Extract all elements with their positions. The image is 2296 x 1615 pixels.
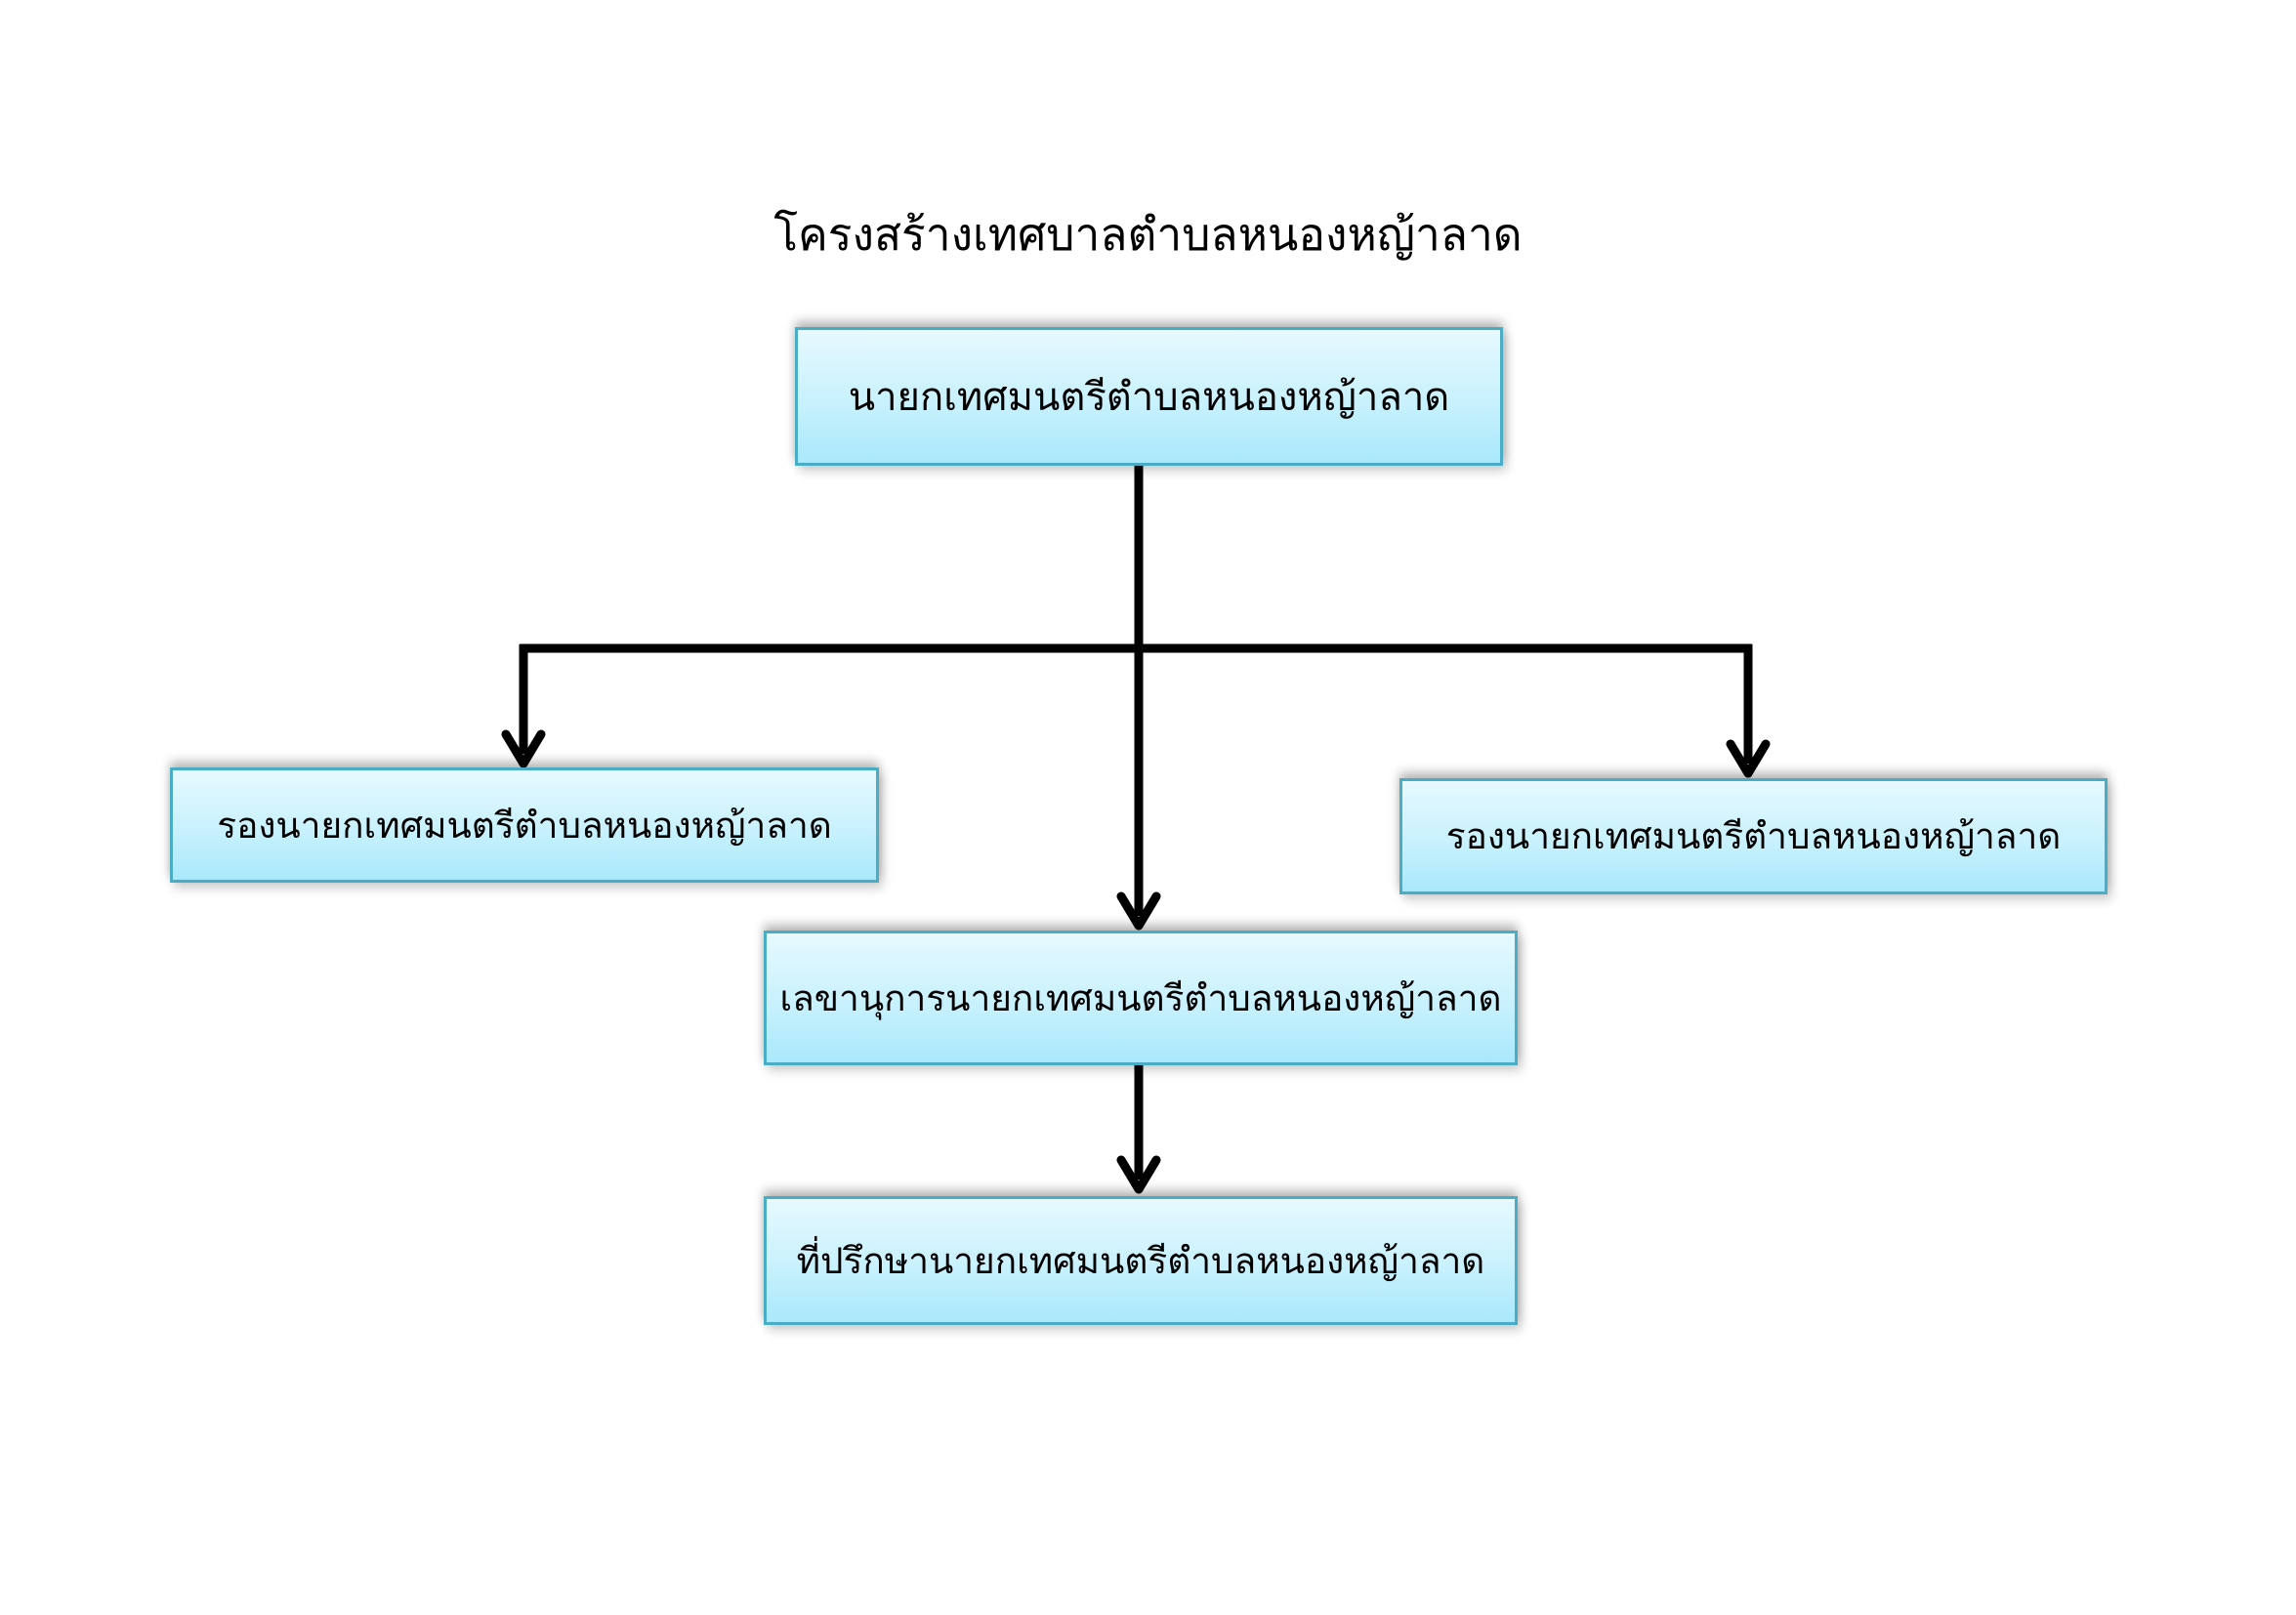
arrowhead-advisor: [1116, 1155, 1161, 1194]
arrowhead-left: [501, 729, 546, 768]
node-deputy-mayor-right: รองนายกเทศมนตรีตำบลหนองหญ้าลาด: [1399, 778, 2108, 894]
node-secretary: เลขานุการนายกเทศมนตรีตำบลหนองหญ้าลาด: [764, 931, 1518, 1065]
node-advisor: ที่ปรึกษานายกเทศมนตรีตำบลหนองหญ้าลาด: [764, 1196, 1518, 1325]
node-deputy-mayor-right-label: รองนายกเทศมนตรีตำบลหนองหญ้าลาด: [1445, 815, 2062, 857]
arrowhead-secretary: [1116, 891, 1161, 931]
node-secretary-label: เลขานุการนายกเทศมนตรีตำบลหนองหญ้าลาด: [779, 976, 1502, 1019]
node-mayor: นายกเทศมนตรีตำบลหนองหญ้าลาด: [795, 327, 1503, 466]
node-advisor-label: ที่ปรึกษานายกเทศมนตรีตำบลหนองหญ้าลาด: [796, 1239, 1485, 1282]
node-deputy-mayor-left: รองนายกเทศมนตรีตำบลหนองหญ้าลาด: [170, 767, 879, 883]
node-mayor-label: นายกเทศมนตรีตำบลหนองหญ้าลาด: [848, 375, 1450, 420]
node-deputy-mayor-left-label: รองนายกเทศมนตรีตำบลหนองหญ้าลาด: [217, 804, 832, 847]
chart-title: โครงสร้างเทศบาลตำบลหนองหญ้าลาด: [773, 208, 1523, 261]
arrowhead-right: [1726, 739, 1771, 778]
